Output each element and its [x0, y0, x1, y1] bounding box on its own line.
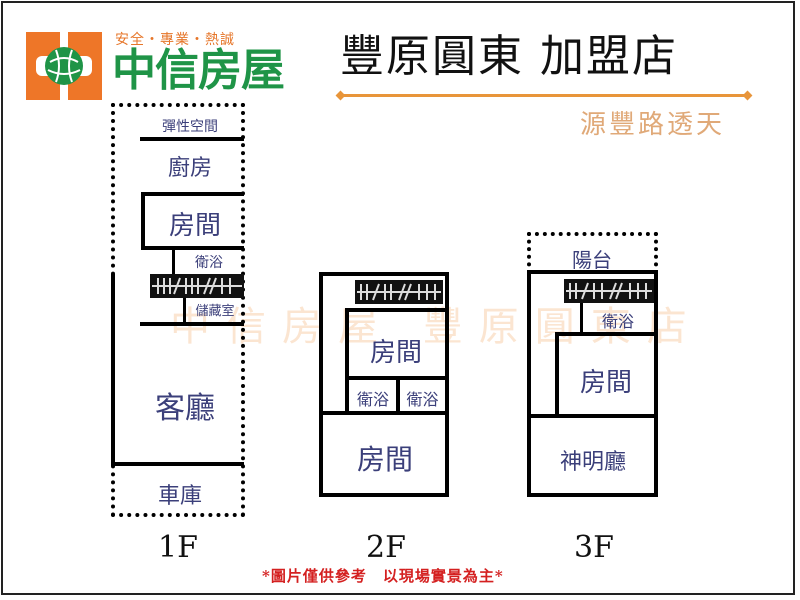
floor-label-1f: 1F: [158, 530, 198, 565]
disclaimer-note: *圖片僅供參考 以現場實景為主*: [262, 567, 504, 585]
floor-label-2f: 2F: [366, 530, 406, 565]
wall: [555, 332, 655, 336]
room-bathroom: 衛浴: [195, 255, 223, 271]
wall: [345, 308, 445, 312]
wall: [345, 376, 445, 380]
room-bedroom-1: 房間: [369, 338, 422, 368]
wall: [111, 274, 115, 466]
floor-label-3f: 3F: [574, 530, 614, 565]
wall: [141, 192, 244, 196]
room-storage: 儲藏室: [195, 304, 235, 319]
room-balcony: 陽台: [572, 248, 612, 272]
globe-logo-icon: [26, 32, 102, 100]
balcony-dotted: [527, 232, 658, 274]
brand-name: 中信房屋: [112, 45, 285, 96]
wall: [555, 332, 559, 417]
wall: [527, 414, 658, 418]
room-garage: 車庫: [157, 484, 202, 509]
wall: [319, 272, 449, 276]
wall: [319, 411, 449, 415]
staircase: [355, 280, 443, 304]
wall: [527, 493, 658, 497]
room-living: 客廳: [155, 391, 215, 426]
title-divider: [335, 90, 753, 101]
wall: [319, 272, 323, 497]
room-bathroom-1: 衛浴: [356, 390, 389, 409]
wall: [183, 298, 186, 324]
wall: [396, 376, 400, 414]
room-kitchen: 廚房: [167, 156, 212, 181]
wall: [172, 246, 175, 274]
room-flex-space: 彈性空間: [162, 119, 218, 135]
wall: [580, 303, 583, 334]
wall: [527, 270, 658, 274]
room-bedroom: 房間: [168, 211, 221, 241]
wall: [141, 246, 244, 250]
wall: [319, 493, 449, 497]
staircase: [150, 274, 244, 298]
room-shrine-hall: 神明廳: [559, 450, 626, 475]
staircase: [564, 279, 654, 303]
wall: [527, 270, 531, 497]
wall: [345, 308, 349, 414]
brand-tagline: 安全・專業・熱誠: [115, 32, 235, 48]
room-bathroom-2: 衛浴: [406, 390, 439, 409]
room-bedroom-2: 房間: [356, 443, 413, 476]
wall: [111, 462, 244, 466]
wall: [140, 322, 244, 326]
wall: [140, 137, 244, 141]
room-bathroom: 衛浴: [601, 312, 634, 331]
store-title: 豐原圓東 加盟店: [340, 31, 678, 82]
wall: [445, 272, 449, 497]
room-bedroom: 房間: [579, 368, 632, 398]
wall: [141, 192, 145, 248]
property-subtitle: 源豐路透天: [580, 110, 726, 140]
wall: [654, 270, 658, 497]
